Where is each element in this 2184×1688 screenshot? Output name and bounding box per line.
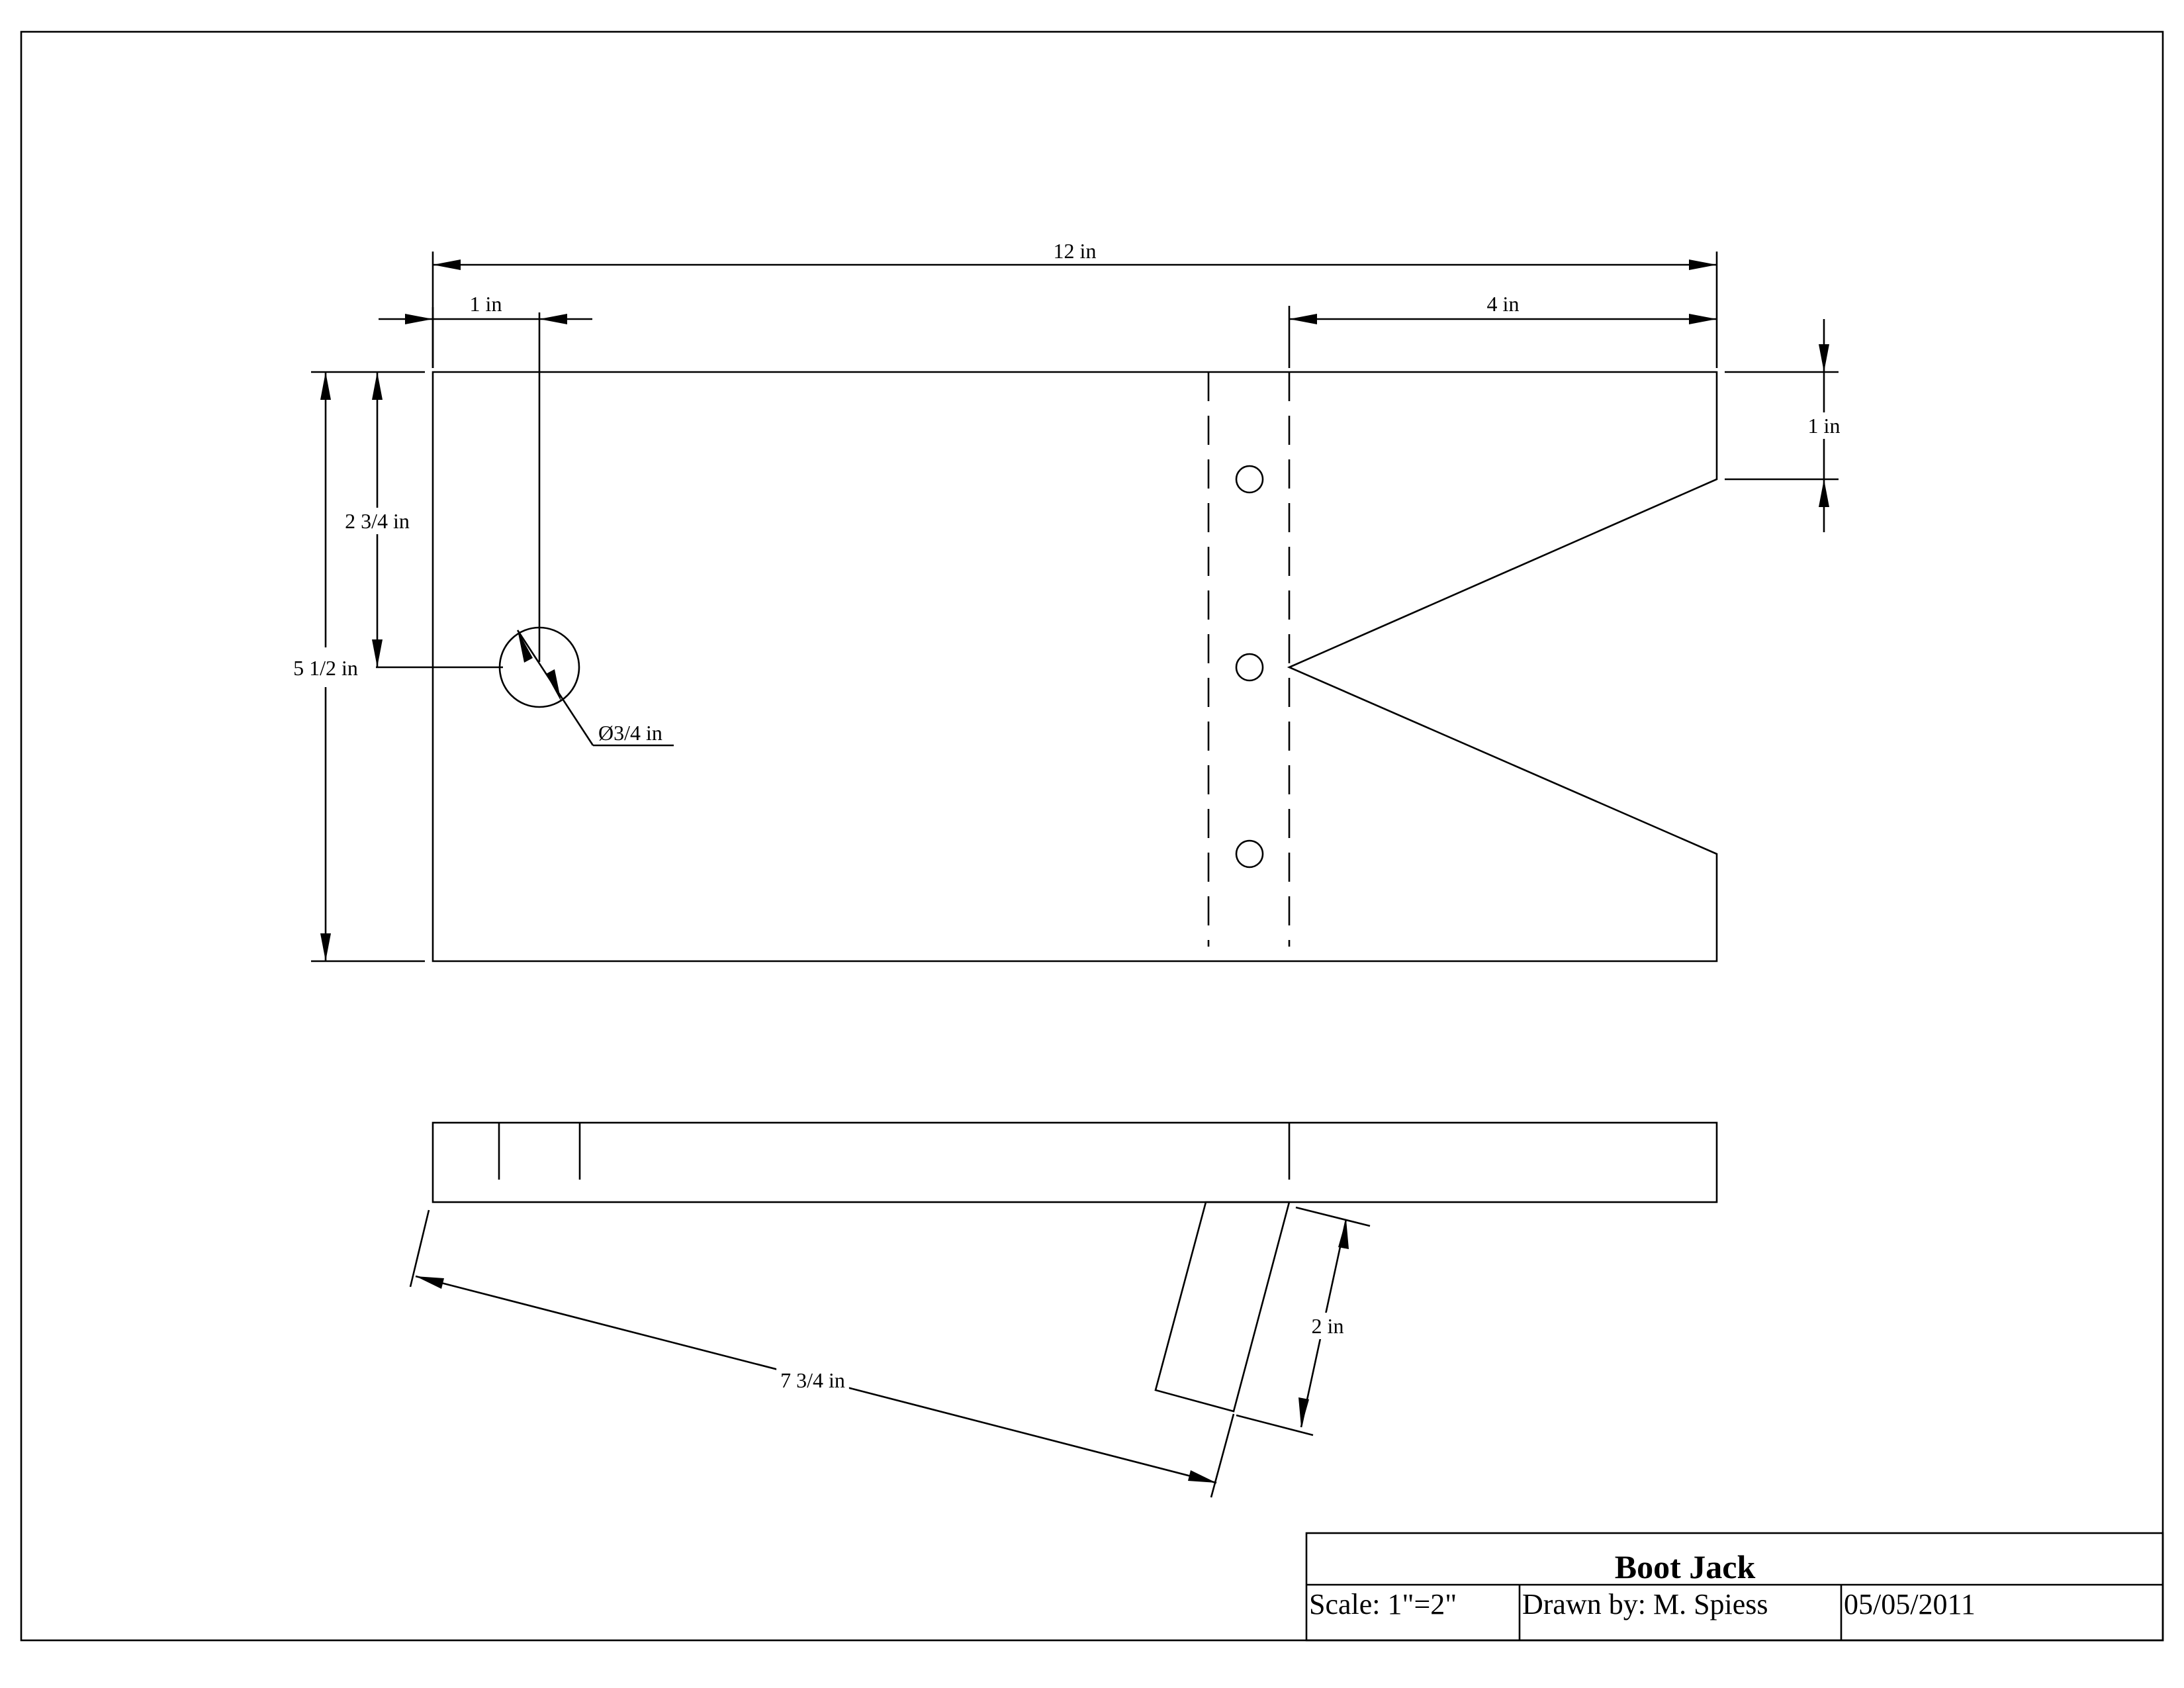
side-view xyxy=(432,1121,1718,1413)
dim-overall-width: 5 1/2 in xyxy=(289,372,425,962)
dim-hole-height-label-backdrop xyxy=(341,508,414,534)
dim-notch-length-label: 4 in xyxy=(1487,292,1520,316)
dim-incline-length-label-backdrop xyxy=(776,1367,849,1393)
top-view xyxy=(432,371,1718,962)
dim-support-height-label-backdrop xyxy=(1307,1313,1348,1339)
dim-hole-diameter-label: Ø3/4 in xyxy=(598,721,662,745)
dim-notch-edge: 1 in xyxy=(1725,319,1844,532)
title-block: Boot Jack Scale: 1"=2" Drawn by: M. Spie… xyxy=(1305,1532,2164,1642)
dim-overall-length: 12 in xyxy=(432,239,1718,368)
board-side xyxy=(432,1121,1718,1203)
drawing-date: 05/05/2011 xyxy=(1844,1588,1976,1620)
dim-notch-length: 4 in xyxy=(1288,292,1717,368)
dim-hole-height-label: 2 3/4 in xyxy=(345,509,410,533)
screw-hole-top xyxy=(1235,465,1264,494)
dim-support-height: 2 in xyxy=(1236,1206,1371,1436)
dim-hole-offset-label: 1 in xyxy=(470,292,502,316)
dim-hole-height: 2 3/4 in xyxy=(311,371,503,669)
sheet-border xyxy=(20,30,2164,1642)
drawn-by-label: Drawn by: M. Spiess xyxy=(1522,1588,1768,1620)
board-outline xyxy=(432,371,1718,962)
scale-label: Scale: 1"=2" xyxy=(1309,1588,1457,1620)
dim-hole-offset: 1 in xyxy=(379,292,592,662)
drawing-title: Boot Jack xyxy=(1615,1548,1756,1585)
dim-hole-diameter: Ø3/4 in xyxy=(516,630,674,747)
dim-overall-length-label: 12 in xyxy=(1054,239,1097,263)
dim-incline-length: 7 3/4 in xyxy=(409,1209,1235,1498)
dim-notch-edge-label: 1 in xyxy=(1808,414,1841,438)
dim-support-height-label: 2 in xyxy=(1312,1314,1344,1338)
support-block xyxy=(1154,1201,1291,1413)
dim-incline-length-label: 7 3/4 in xyxy=(780,1368,845,1392)
dim-overall-width-label: 5 1/2 in xyxy=(293,656,358,680)
screw-hole-bottom xyxy=(1235,839,1264,868)
dim-notch-edge-label-backdrop xyxy=(1803,412,1844,439)
dim-overall-width-label-backdrop xyxy=(289,655,362,681)
screw-hole-middle xyxy=(1235,653,1264,682)
